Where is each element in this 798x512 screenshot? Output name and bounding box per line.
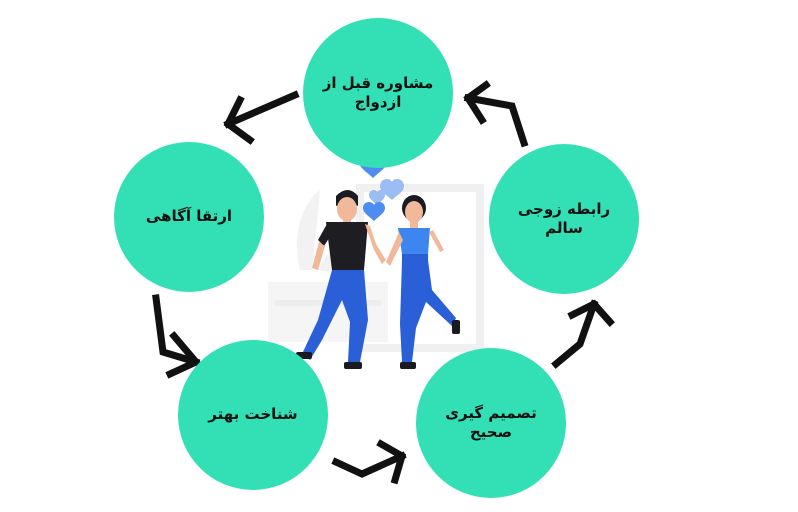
arrow-bottom-left-to-bottom-right [331, 439, 407, 485]
node-label: ارتقا آگاهی [145, 207, 233, 226]
node-label: مشاوره قبل از ازدواج [322, 73, 434, 112]
heart-icon [369, 190, 385, 205]
node-awareness: ارتقا آگاهی [114, 142, 264, 292]
node-right-decision: تصمیم گیری صحیح [416, 348, 566, 498]
heart-icon [380, 179, 404, 200]
arrow-top-to-left [223, 90, 300, 145]
man-figure [296, 190, 386, 369]
arrow-left-to-bottom-left [152, 294, 202, 379]
arrow-right-to-top [463, 80, 529, 148]
node-premarital-counseling: مشاوره قبل از ازدواج [303, 18, 453, 168]
woman-figure [386, 195, 460, 369]
node-better-understanding: شناخت بهتر [178, 340, 328, 490]
bg-plant-leaf [296, 190, 320, 270]
node-label: تصمیم گیری صحیح [445, 403, 537, 442]
arrow-bottom-right-to-right [551, 299, 615, 369]
heart-icon [363, 202, 385, 221]
arrows [152, 80, 615, 485]
node-label: شناخت بهتر [208, 405, 298, 424]
hearts [359, 153, 404, 221]
node-label: رابطه زوجی سالم [517, 199, 611, 238]
node-healthy-relationship: رابطه زوجی سالم [489, 144, 639, 294]
